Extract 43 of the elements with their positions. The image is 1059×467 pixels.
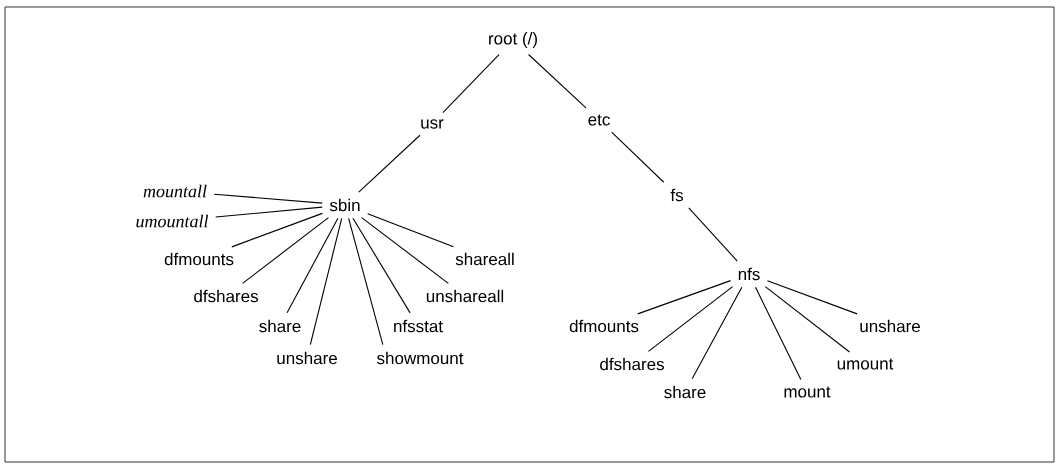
tree-line — [688, 207, 738, 262]
directory-label: showmount — [377, 351, 464, 365]
directory-label: umountall — [136, 214, 209, 228]
directory-label: dfmounts — [569, 319, 639, 333]
tree-line — [647, 286, 734, 352]
tree-line — [358, 134, 421, 193]
directory-label: share — [259, 319, 301, 333]
directory-label: etc — [588, 114, 610, 126]
tree-line — [442, 54, 500, 114]
directory-label: share — [664, 385, 706, 399]
tree-line — [764, 286, 851, 353]
tree-line — [348, 217, 384, 346]
tree-line — [754, 286, 802, 380]
tree-line — [213, 193, 323, 204]
directory-label: dfshares — [600, 357, 664, 371]
tree-line — [352, 217, 411, 314]
tree-line — [361, 217, 449, 284]
directory-label: usr — [421, 119, 444, 129]
tree-line — [691, 286, 743, 380]
tree-line — [637, 280, 732, 315]
directory-label: sbin — [329, 198, 360, 212]
tree-line — [528, 53, 587, 109]
tree-line — [215, 206, 323, 218]
directory-label: umount — [837, 358, 894, 370]
directory-label: unshareall — [426, 289, 504, 303]
tree-line — [286, 217, 339, 314]
directory-label: mount — [784, 386, 831, 398]
tree-line — [309, 217, 343, 346]
tree-line — [367, 213, 455, 248]
tree-line — [242, 217, 330, 284]
tree-line — [611, 131, 665, 183]
directory-label: nfs — [738, 267, 760, 281]
directory-label: dfshares — [194, 289, 258, 303]
directory-label: root (/) — [489, 32, 537, 48]
directory-label: fs — [670, 188, 683, 202]
directory-label: dfmounts — [164, 252, 234, 266]
directory-label: unshare — [860, 319, 920, 333]
tree-line — [231, 212, 323, 248]
directory-label: unshare — [277, 351, 337, 365]
directory-label: shareall — [455, 252, 514, 266]
directory-label: nfsstat — [394, 319, 443, 333]
tree-line — [766, 280, 858, 315]
directory-label: mountall — [143, 184, 207, 198]
